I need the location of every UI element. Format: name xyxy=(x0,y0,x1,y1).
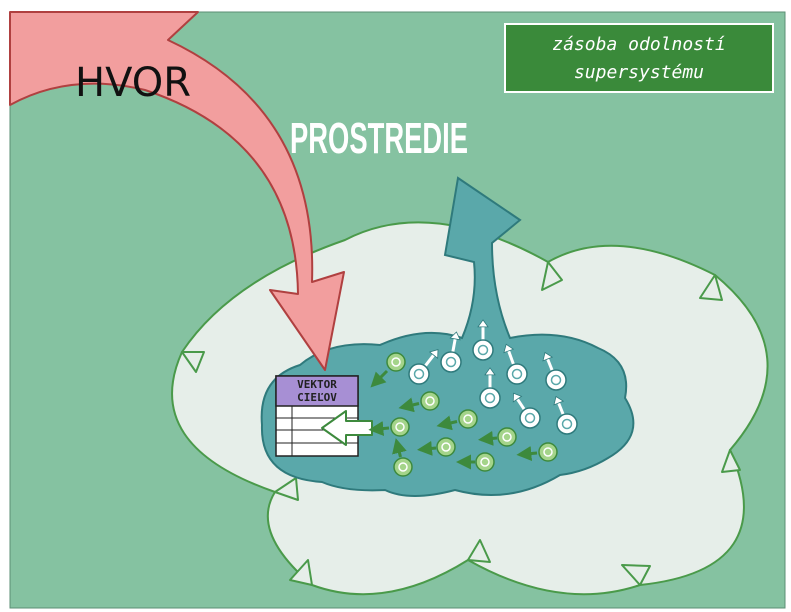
environment-label: PROSTREDIE xyxy=(290,114,468,163)
inactive-element-icon xyxy=(456,452,495,472)
inactive-element-icon xyxy=(436,409,478,431)
active-element-icon xyxy=(440,331,462,373)
inactive-element-icon xyxy=(398,391,440,413)
active-element-icon xyxy=(408,349,439,385)
inactive-element-icon xyxy=(368,417,410,437)
inactive-element-icon xyxy=(417,437,456,457)
cloud-notch-icon xyxy=(621,564,651,586)
cloud-notch-icon xyxy=(721,449,741,473)
active-element-icon xyxy=(542,351,567,391)
cloud-notch-icon xyxy=(699,274,723,301)
inactive-element-icon xyxy=(370,352,406,388)
cloud-notch-icon xyxy=(289,559,313,586)
active-element-icon xyxy=(503,343,528,385)
active-element-icon xyxy=(512,392,541,429)
cloud-notch-icon xyxy=(541,261,563,291)
active-element-icon xyxy=(479,367,501,409)
active-element-icon xyxy=(553,395,578,435)
resilience-cloud-notches xyxy=(181,261,741,586)
cloud-notch-icon xyxy=(467,539,491,563)
threat-arrow-icon xyxy=(9,11,345,371)
reserve-label-line1: zásoba odolností xyxy=(552,34,725,55)
cloud-notch-icon xyxy=(274,477,299,501)
cloud-notch-icon xyxy=(181,351,205,373)
inactive-element-icon xyxy=(392,438,413,477)
goal-vector-line1: VEKTOR xyxy=(297,378,337,391)
reserve-label-line2: supersystému xyxy=(574,62,704,83)
inactive-element-icon xyxy=(478,427,517,447)
threat-label: HVOR xyxy=(75,60,191,106)
inactive-element-icon xyxy=(516,442,558,462)
system-elements xyxy=(368,319,578,477)
goal-vector-line2: CIEĽOV xyxy=(297,391,337,404)
reserve-box: zásoba odolností supersystému xyxy=(504,23,774,93)
active-element-icon xyxy=(472,319,494,361)
